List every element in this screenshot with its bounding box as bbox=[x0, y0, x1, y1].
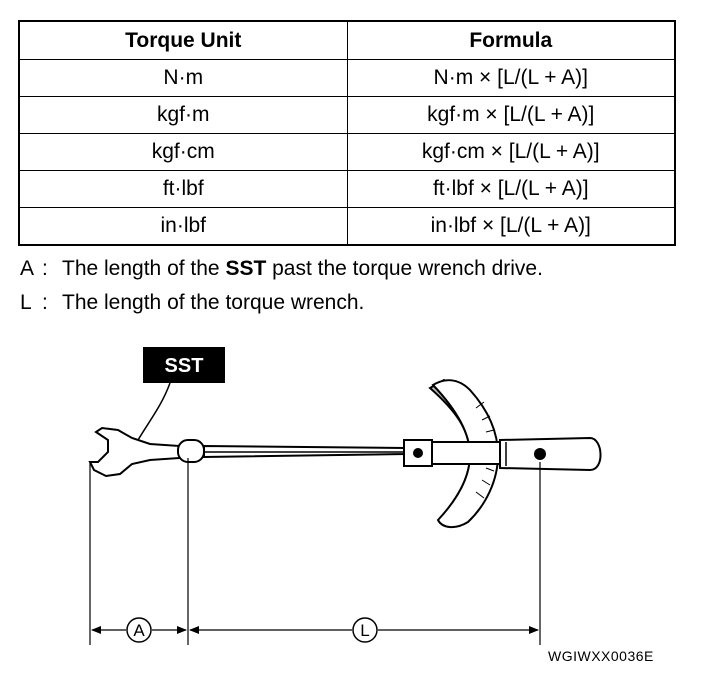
sst-callout: SST bbox=[137, 347, 225, 441]
note-a-key: A bbox=[20, 257, 35, 280]
dim-a-label: A bbox=[133, 621, 145, 640]
handle-pivot-mark bbox=[534, 448, 546, 460]
wrench-handle bbox=[499, 436, 602, 472]
sst-wrench bbox=[88, 426, 181, 478]
formula-cell: N·m × [L/(L + A)] bbox=[346, 59, 676, 97]
dimension-l: L bbox=[189, 617, 539, 643]
wrench-beam bbox=[177, 439, 430, 463]
scale-plate bbox=[428, 378, 500, 528]
dimension-a: A bbox=[91, 617, 187, 643]
note-a-sst: SST bbox=[225, 257, 267, 280]
note-a-colon: : bbox=[42, 257, 48, 280]
pivot-pin bbox=[413, 448, 423, 458]
formula-cell: in·lbf × [L/(L + A)] bbox=[346, 207, 676, 246]
dim-a-circle bbox=[126, 617, 152, 643]
figure-code: WGIWXX0036E bbox=[548, 648, 654, 664]
note-l: L: The length of the torque wrench. bbox=[20, 291, 364, 315]
sst-label-box bbox=[143, 347, 225, 383]
note-a-text-end: past the torque wrench drive. bbox=[266, 257, 543, 280]
table-row: ft·lbf ft·lbf × [L/(L + A)] bbox=[18, 170, 676, 208]
table-row: in·lbf in·lbf × [L/(L + A)] bbox=[18, 207, 676, 246]
sst-leader-line bbox=[137, 382, 171, 441]
extension-lines bbox=[89, 458, 541, 645]
table-row: N·m N·m × [L/(L + A)] bbox=[18, 59, 676, 97]
drive-square bbox=[177, 439, 205, 463]
column-header-formula: Formula bbox=[346, 20, 676, 60]
unit-cell: ft·lbf bbox=[18, 170, 348, 208]
formula-cell: ft·lbf × [L/(L + A)] bbox=[346, 170, 676, 208]
pivot-block bbox=[403, 439, 503, 467]
note-l-key: L bbox=[20, 291, 32, 314]
table-row: kgf·cm kgf·cm × [L/(L + A)] bbox=[18, 133, 676, 171]
dim-l-circle bbox=[352, 617, 378, 643]
torque-formula-table: Torque Unit Formula N·m N·m × [L/(L + A)… bbox=[18, 20, 676, 246]
table-header-row: Torque Unit Formula bbox=[18, 20, 676, 60]
unit-cell: in·lbf bbox=[18, 207, 348, 246]
sst-open-end-head bbox=[88, 426, 181, 478]
handle-grip bbox=[499, 436, 602, 472]
note-l-colon: : bbox=[42, 291, 48, 314]
formula-cell: kgf·m × [L/(L + A)] bbox=[346, 96, 676, 134]
dim-l-label: L bbox=[360, 621, 369, 640]
handle-neck bbox=[431, 441, 503, 465]
sst-label: SST bbox=[165, 355, 204, 377]
note-a: A: The length of the SST past the torque … bbox=[20, 257, 543, 281]
formula-cell: kgf·cm × [L/(L + A)] bbox=[346, 133, 676, 171]
note-l-text: The length of the torque wrench. bbox=[62, 291, 365, 314]
note-a-text-start: The length of the bbox=[62, 257, 226, 280]
